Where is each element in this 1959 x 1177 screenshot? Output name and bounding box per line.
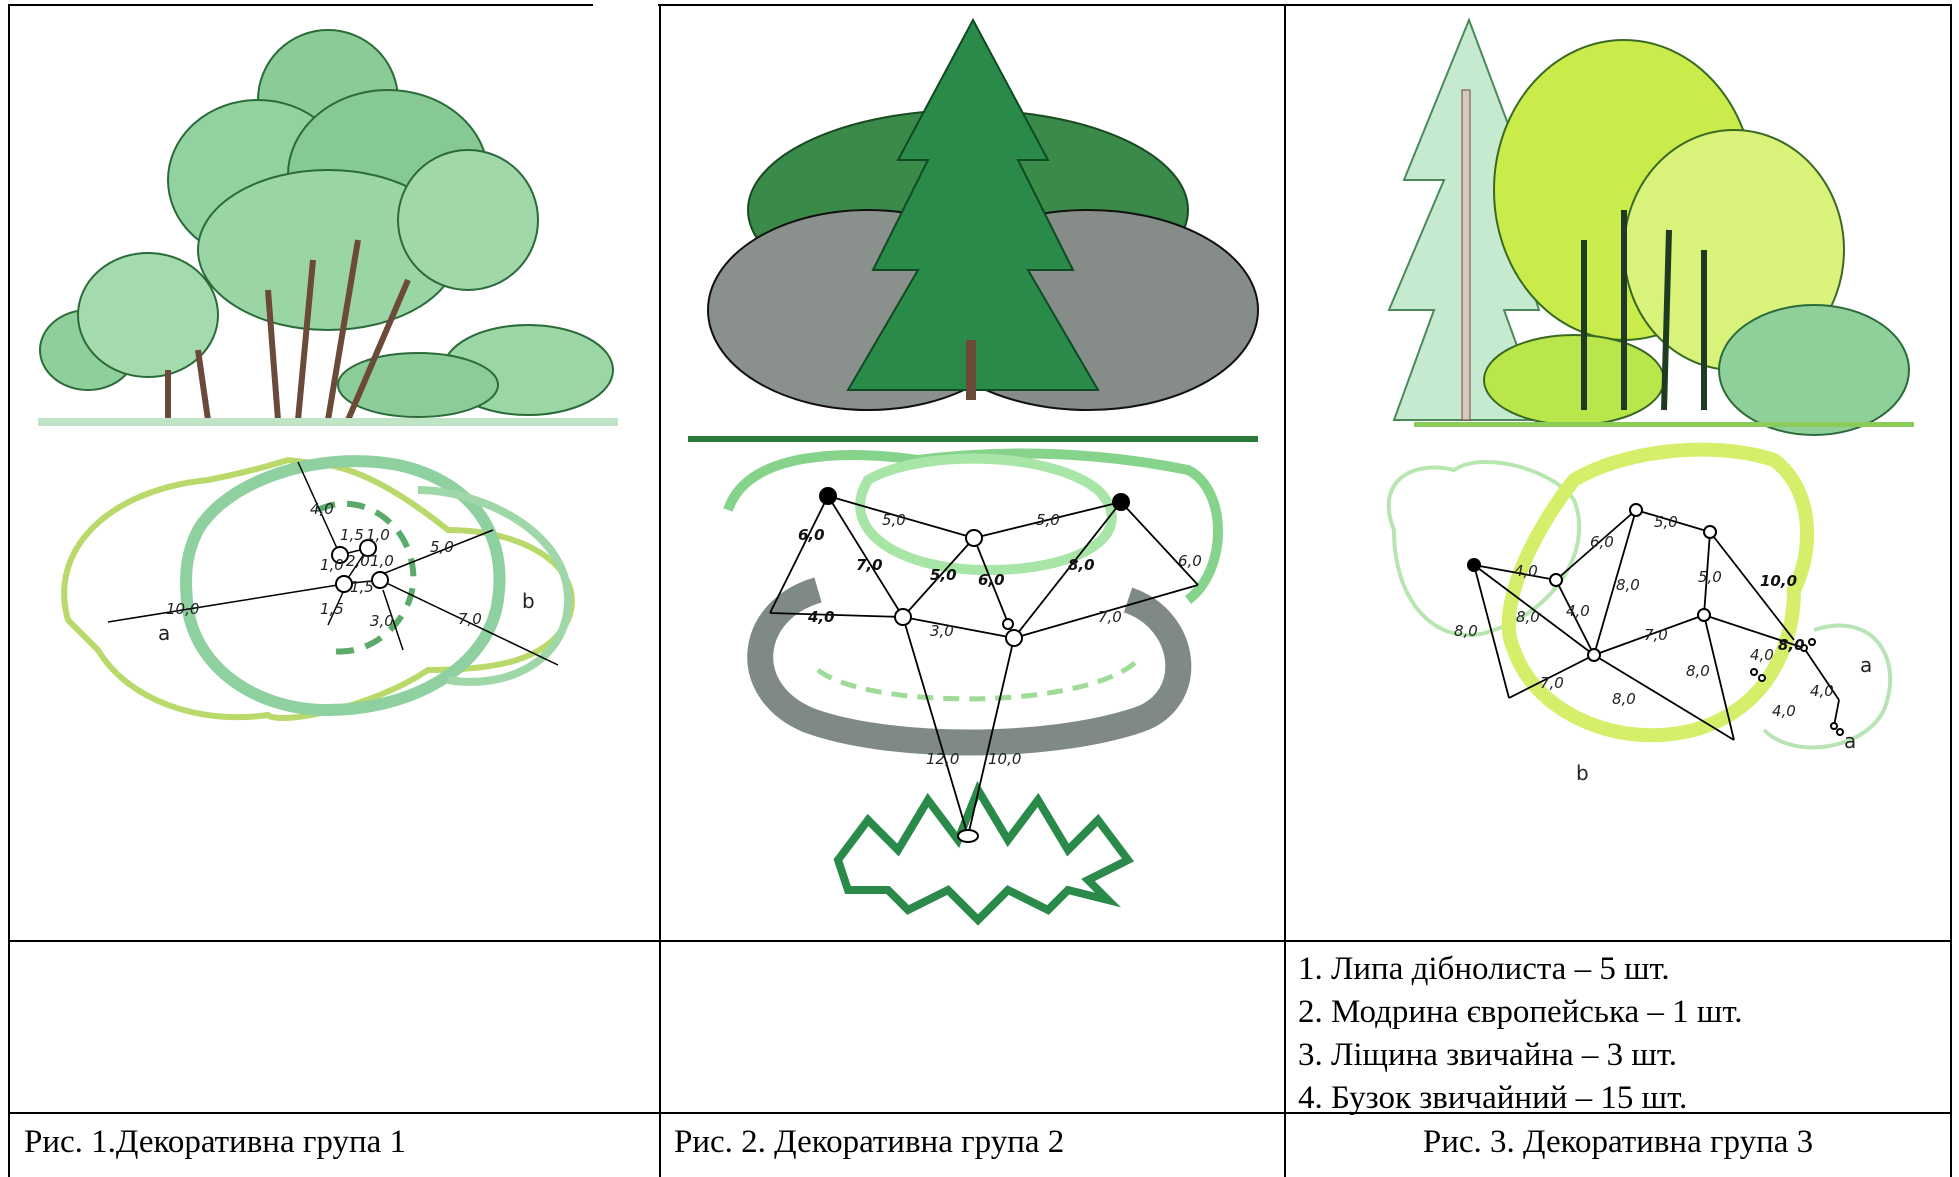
scheme-labels-1: 4,0 1,5 1,0 2,0 1,0 1,0 1,5 5,0 10,0 1,5… [158,500,535,645]
dimension-label: 8,0 [1612,690,1636,708]
dimension-label: 7,0 [1644,626,1668,644]
dimension-label: 4,0 [1810,682,1834,700]
dimension-label: 4,0 [310,500,334,518]
scheme-labels-2: 5,0 5,0 6,0 7,0 5,0 6,0 8,0 6,0 4,0 3,0 … [798,511,1202,768]
plant-letter-b: b [1576,761,1589,785]
dimension-label: 5,0 [1036,511,1060,529]
species-legend: 1. Липа дібнолиста – 5 шт. 2. Модрина єв… [1298,948,1743,1120]
table-divider-1 [659,4,661,1177]
table-border-right [1950,4,1952,1177]
dimension-label: 8,0 [1686,662,1710,680]
legend-item: 3. Ліщина звичайна – 3 шт. [1298,1037,1678,1073]
dimension-label: 5,0 [882,511,906,529]
dimension-label: 7,0 [1540,674,1564,692]
dimension-label: 3,0 [930,622,954,640]
dimension-label: 1,5 [340,526,364,544]
dimension-label: 1,5 [320,600,344,618]
dimension-label: 1,0 [366,526,390,544]
dimension-label: 2,0 [346,552,370,570]
table-border-top [8,4,593,6]
row-divider-1 [8,940,1952,942]
tree-group-1-elevation [38,29,618,426]
dimension-label: 4,0 [1772,702,1796,720]
dimension-label: 1,0 [320,556,344,574]
dimension-label: 6,0 [798,526,825,544]
dimension-label: 4,0 [1566,602,1590,620]
row-divider-2 [8,1112,1952,1114]
dimension-label: 7,0 [856,556,883,574]
dimension-label: 5,0 [1654,513,1678,531]
dimension-label: 10,0 [166,600,199,618]
dimension-label: 3,0 [370,612,394,630]
figure-1-caption: Рис. 1.Декоративна група 1 [24,1124,406,1160]
dimension-label: 10,0 [988,750,1021,768]
table-border-left [8,4,10,1177]
dimension-label: 7,0 [1098,608,1122,626]
dimension-label: 10,0 [1760,572,1797,590]
legend-item: 2. Модрина європейська – 1 шт. [1298,994,1743,1030]
dimension-label: 8,0 [1616,576,1640,594]
legend-item: 1. Липа дібнолиста – 5 шт. [1298,951,1670,987]
plant-letter-a: a [1844,729,1856,753]
dimension-label: 1,0 [370,552,394,570]
tree-group-2-plan [723,448,1223,926]
tree-group-1-plan [61,455,575,721]
dimension-label: 1,5 [350,578,374,596]
figure-2-illustration: 5,0 5,0 6,0 7,0 5,0 6,0 8,0 6,0 4,0 3,0 … [668,10,1278,935]
dimension-label: 4,0 [807,608,835,626]
figure-1-illustration: 4,0 1,5 1,0 2,0 1,0 1,0 1,5 5,0 10,0 1,5… [28,10,640,935]
legend-item: 4. Бузок звичайний – 15 шт. [1298,1080,1688,1116]
tree-group-3-elevation [1387,17,1914,436]
figure-2-caption: Рис. 2. Декоративна група 2 [674,1124,1065,1160]
dimension-label: 5,0 [430,538,454,556]
dimension-label: 6,0 [978,571,1005,589]
scheme-labels-3: 5,0 6,0 4,0 8,0 5,0 10,0 8,0 4,0 8,0 7,0… [1454,513,1872,785]
dimension-label: 4,0 [1514,562,1538,580]
dimension-label: 5,0 [930,566,957,584]
tree-group-3-plan [1386,442,1893,750]
dimension-label: 8,0 [1516,608,1540,626]
figure-3-caption: Рис. 3. Декоративна група 3 [1422,1124,1814,1160]
dimension-label: 7,0 [458,610,482,628]
plant-letter-b: b [522,589,535,613]
dimension-label: 5,0 [1698,568,1722,586]
figure-3-illustration: 5,0 6,0 4,0 8,0 5,0 10,0 8,0 4,0 8,0 7,0… [1294,10,1944,935]
dimension-label: 8,0 [1068,556,1095,574]
plant-letter-a: a [1860,653,1872,677]
figure-table: 4,0 1,5 1,0 2,0 1,0 1,0 1,5 5,0 10,0 1,5… [8,4,1952,1177]
table-border-top [658,4,1952,6]
dimension-label: 4,0 [1750,646,1774,664]
dimension-label: 8,0 [1454,622,1478,640]
plant-letter-a: a [158,621,170,645]
dimension-label: 6,0 [1590,533,1614,551]
table-divider-2 [1284,4,1286,1177]
dimension-label: 6,0 [1178,552,1202,570]
dimension-label: 12,0 [926,750,959,768]
dimension-label: 8,0 [1778,636,1805,654]
tree-group-2-elevation [688,17,1259,442]
